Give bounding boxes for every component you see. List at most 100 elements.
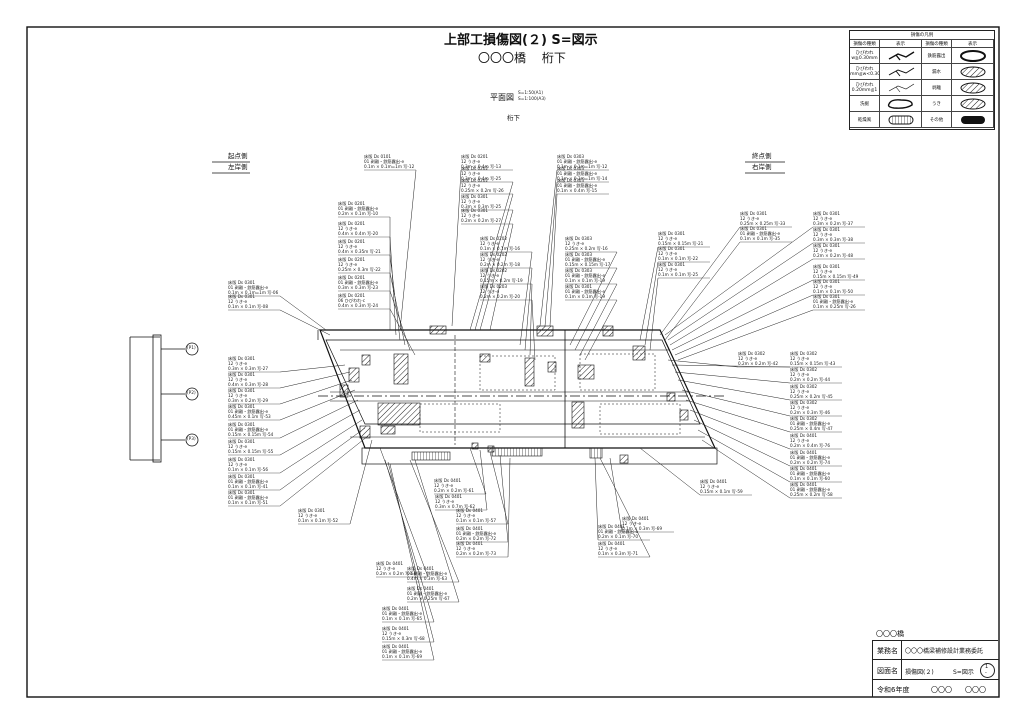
plan-scale-a3: S=1:100(A3) [518, 97, 546, 102]
annotation-text: 床版 Ds 0301 [565, 283, 592, 290]
leader-line [689, 409, 791, 450]
leader-line [474, 193, 514, 331]
annotation-text: 床版 Ds 0301 [298, 507, 325, 514]
leader-line [594, 457, 599, 541]
legend-symbol [880, 112, 922, 128]
annotation-text: 01 剥離・鉄筋露出-e [456, 530, 496, 537]
legend-damage-type: 乾燥風 [850, 112, 880, 128]
annotation-text: 床版 Ds 0301 [740, 210, 767, 217]
annotation-text: 床版 Ds 0401 [382, 625, 409, 632]
legend-symbol [952, 64, 994, 80]
annotation-text: 12 うき-e [790, 356, 810, 362]
annotation-text: 01 剥離・鉄筋露出-e [228, 494, 268, 501]
leader-line [279, 309, 331, 336]
end-bank-label: 右岸側 [752, 163, 772, 171]
annotation-text: 12 うき-e [338, 226, 358, 232]
annotation-text: 12 うき-e [738, 356, 758, 362]
annotation-text: 0.1m × 0.1m 写-69 [382, 654, 422, 660]
leader-line [693, 419, 791, 467]
annotation-text: 12 うき-e [480, 257, 500, 263]
leader-line [519, 251, 533, 346]
annotation-text: 12 うき-e [813, 284, 833, 290]
leader-line [279, 399, 359, 439]
leader-line [279, 409, 361, 456]
legend-damage-type: ひびわれ 0.20mm≦1 [850, 80, 880, 96]
annotation-text: 0.4m × 0.35m 写-21 [338, 249, 381, 255]
annotation-text: 床版 Ds 0303 [565, 267, 592, 274]
legend-damage-type: 剥離 [922, 80, 952, 96]
annotation-text: 床版 Ds 0401 [622, 515, 649, 522]
leader-line [671, 279, 814, 351]
annotation-text: 0.1m × 0.1m 写-16 [480, 246, 520, 252]
annotation-text: 12 うき-e [228, 299, 248, 305]
annotation-text: 床版 Ds 0301 [813, 278, 840, 285]
annotation-text: 0.2m × 0.2m 写-20 [480, 294, 520, 300]
annotation-text: 0.15m × 0.3m 写-68 [382, 636, 425, 642]
annotation-text: 01 剥離・鉄筋露出-e [790, 454, 830, 461]
leader-line [529, 283, 533, 356]
annotation-text: 0.1m × 0.1m 写-65 [382, 616, 422, 622]
annotation-text: 床版 Ds 0202 [480, 235, 507, 242]
annotation-text: 0.1m × 0.1m 写-51 [228, 500, 268, 506]
leader-line [414, 459, 460, 603]
leader-line [279, 379, 353, 405]
leader-line [389, 236, 397, 336]
legend-header: 表示 [952, 40, 994, 48]
annotation-text: 0.1m × 0.1m 写-41 [228, 484, 268, 490]
leader-line [669, 258, 814, 346]
legend-symbol [952, 48, 994, 64]
leader-line [279, 389, 356, 421]
annotation-text: 床版 Ds 0301 [228, 473, 255, 480]
annotation-text: 床版 Ds 0303 [557, 153, 584, 160]
annotation-text: 12 うき-e [813, 216, 833, 222]
annotation-text: 12 うき-e [461, 183, 481, 189]
annotation-text: 0.1m × 0.3m=1m 写-14 [557, 176, 608, 182]
leader-line [409, 459, 460, 583]
legend-damage-type: 洗掘 [850, 96, 880, 112]
leader-line [399, 169, 417, 331]
scale-label: S=図示 [953, 669, 974, 676]
annotation-text: 床版 Ds 0301 [228, 403, 255, 410]
annotation-text: 0.4m × 0.3m 写-24 [338, 303, 378, 309]
annotation-text: 0.3m × 0.2m 写-37 [813, 221, 853, 227]
annotation-text: 0.1m × 0.1m 写-56 [228, 467, 268, 473]
bridge-name: 〇〇〇橋 [876, 630, 904, 638]
leader-line [697, 429, 791, 483]
leader-line [659, 226, 741, 336]
leader-line [671, 364, 791, 368]
annotation-text: 床版 Ds 0401 [376, 560, 403, 567]
legend-symbol [880, 80, 922, 96]
annotation-text: 0.1m × 0.1m=1m 写-12 [557, 164, 608, 170]
annotation-text: 12 うき-e [434, 483, 454, 489]
annotation-text: 床版 Ds 0301 [740, 225, 767, 232]
annotation-text: 床版 Ds 0401 [790, 481, 817, 488]
leader-line [639, 246, 659, 341]
annotation-text: 12 うき-e [338, 244, 358, 250]
annotation-text: 12 うき-e [813, 248, 833, 254]
leader-line [664, 226, 814, 336]
annotation-text: 12 うき-e [228, 377, 248, 383]
annotation-text: 12 うき-e [228, 393, 248, 399]
annotation-text: 01 剥離・鉄筋露出-e [598, 528, 638, 535]
leader-line [667, 242, 814, 341]
